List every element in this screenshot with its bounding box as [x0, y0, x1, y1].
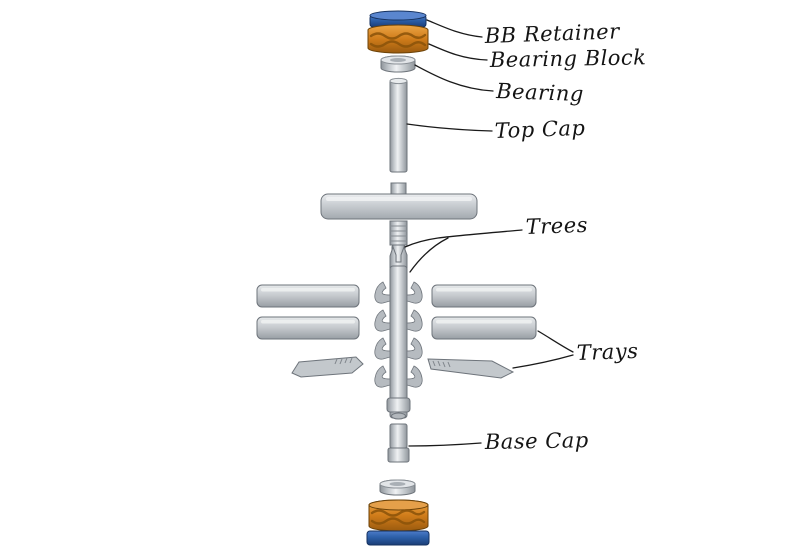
- tree-hook-right: [406, 365, 423, 388]
- bottom-bearing-part: [379, 479, 416, 496]
- leader-trays-upper: [537, 330, 574, 353]
- tree-hook-left: [374, 309, 391, 332]
- bar-highlight: [436, 288, 532, 292]
- bearing-bore: [390, 58, 406, 62]
- plate-highlight: [326, 197, 472, 201]
- center-plate-part: [320, 182, 478, 263]
- label-bb-retainer: BB Retainer: [483, 19, 621, 48]
- leader-bearing-block: [428, 43, 488, 61]
- flat-tray-left: [291, 356, 364, 378]
- flat-trays-part: [291, 356, 515, 379]
- base-cap-part: [387, 423, 410, 463]
- wood-grain-line: [370, 509, 426, 517]
- flat-tray-right: [427, 358, 515, 379]
- leader-top-cap: [406, 123, 493, 132]
- bottom-block-top-face: [368, 499, 429, 511]
- tree-hook-right: [406, 337, 423, 360]
- leader-bb-retainer: [426, 19, 483, 38]
- top-cap-rod-top-face: [389, 77, 408, 85]
- wood-grain-line: [369, 40, 427, 48]
- bar-highlight: [436, 320, 532, 324]
- bearing-block-part: [367, 24, 429, 54]
- tree-hook-left: [374, 281, 391, 304]
- tree-hook-right: [406, 281, 423, 304]
- tree-hook-left: [374, 365, 391, 388]
- leader-trays-lower: [512, 354, 574, 369]
- bb-retainer-part: [369, 10, 427, 28]
- bar-highlight: [261, 320, 355, 324]
- bottom-bearing-bore: [389, 482, 406, 486]
- bearing-part: [380, 55, 416, 73]
- bottom-retainer-body: [366, 530, 430, 546]
- top-cap-rod-part: [389, 77, 408, 173]
- tray-grip-hatch: [334, 357, 353, 365]
- labels: BB Retainer Bearing Block Bearing Top Ca…: [483, 19, 646, 454]
- bar-highlight: [261, 288, 355, 292]
- label-trees: Trees: [525, 213, 588, 239]
- leader-trees-lower: [409, 237, 449, 273]
- tray-grip-hatch: [432, 360, 451, 368]
- label-top-cap: Top Cap: [494, 116, 585, 143]
- tree-hook-right: [406, 309, 423, 332]
- base-cap-rod: [389, 423, 408, 449]
- label-bearing: Bearing: [495, 79, 584, 106]
- leader-bearing: [414, 64, 494, 92]
- base-cap-collar: [387, 447, 410, 463]
- leader-base-cap: [408, 442, 482, 447]
- bottom-bearing-block-part: [368, 499, 429, 532]
- plate-upper-stub: [390, 182, 407, 196]
- tray-bars-part: [256, 284, 537, 340]
- bb-retainer-top-face: [369, 10, 427, 21]
- tree-collar: [386, 397, 411, 413]
- tree-bottom-tip: [391, 412, 406, 420]
- wood-grain-line: [369, 32, 427, 40]
- tree-top-fork: [389, 245, 408, 269]
- bearing-block-body: [367, 24, 429, 54]
- leader-trees-upper: [404, 229, 523, 248]
- tree-hook-left: [374, 337, 391, 360]
- bottom-retainer-part: [366, 530, 430, 546]
- tree-trunk: [389, 265, 408, 419]
- wood-grain-line: [370, 517, 426, 525]
- leader-lines: [404, 19, 574, 447]
- top-cap-rod: [389, 79, 408, 173]
- tree-column-part: [374, 245, 423, 420]
- label-base-cap: Base Cap: [484, 428, 589, 454]
- label-bearing-block: Bearing Block: [489, 45, 647, 72]
- label-trays: Trays: [576, 339, 639, 365]
